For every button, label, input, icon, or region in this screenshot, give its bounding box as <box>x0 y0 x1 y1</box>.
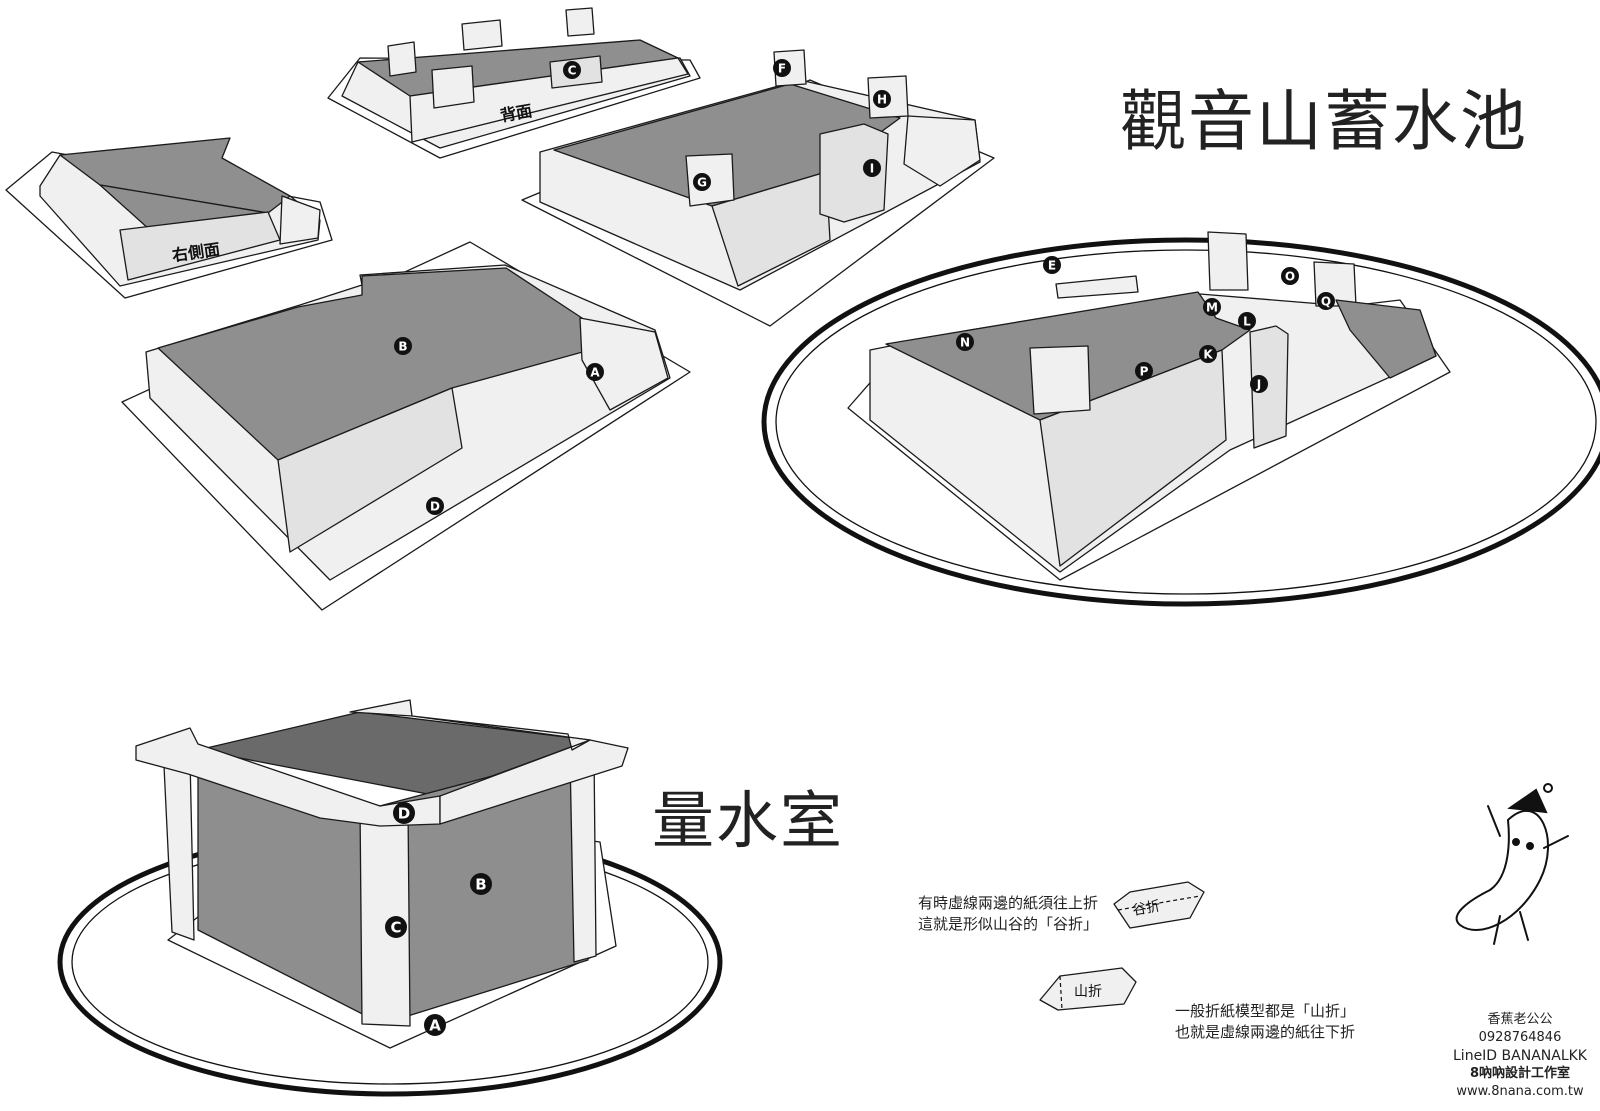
credit-line-id: LineID BANANALKK <box>1453 1048 1587 1064</box>
reservoir-marker-a: A <box>590 365 600 379</box>
reservoir-marker-h: H <box>877 92 887 106</box>
mountain-fold-note-line1: 一般折紙模型都是「山折」 <box>1175 1002 1356 1020</box>
reservoir-marker-i: I <box>870 161 874 175</box>
right-side-view: 右側面 <box>5 137 333 299</box>
reservoir-marker-k: K <box>1203 347 1213 361</box>
reservoir-marker-c: C <box>568 63 577 77</box>
valley-fold-note: 有時虛線兩邊的紙須往上折 這就是形似山谷的「谷折」 <box>918 893 1098 935</box>
reservoir-marker-b: B <box>398 339 407 353</box>
chamber-marker-circle-a <box>424 1014 446 1036</box>
top-view-large <box>121 241 691 611</box>
chamber-marker-d: D <box>398 804 410 822</box>
mountain-fold-tag: 山折 <box>1074 984 1102 1000</box>
reservoir-marker-circle-m <box>1203 298 1221 316</box>
front-view <box>521 49 995 327</box>
reservoir-marker-circle-p <box>1135 362 1153 380</box>
reservoir-marker-circle-h <box>873 90 891 108</box>
back-view: 背面 <box>327 7 701 159</box>
reservoir-marker-n: N <box>960 335 970 349</box>
reservoir-marker-d: D <box>430 499 440 513</box>
reservoir-marker-circle-a <box>586 363 604 381</box>
reservoir-marker-circle-f <box>773 59 791 77</box>
assembled-reservoir <box>761 231 1600 607</box>
reservoir-marker-m: M <box>1206 300 1218 314</box>
reservoir-marker-o: O <box>1285 269 1295 283</box>
chamber-marker-b: B <box>475 875 486 893</box>
reservoir-marker-e: E <box>1048 258 1056 272</box>
reservoir-marker-circle-c <box>563 61 581 79</box>
chamber-title: 量水室 <box>652 784 845 857</box>
credit-phone: 0928764846 <box>1478 1030 1562 1045</box>
fold-legend-diagrams: 谷折 山折 <box>1039 881 1205 1011</box>
reservoir-marker-circle-l <box>1238 312 1256 330</box>
valley-fold-note-line2: 這就是形似山谷的「谷折」 <box>918 915 1099 933</box>
credit-website: www.8nana.com.tw <box>1456 1084 1584 1099</box>
reservoir-marker-q: Q <box>1321 294 1331 308</box>
valley-fold-note-line1: 有時虛線兩邊的紙須往上折 <box>918 894 1099 912</box>
mountain-fold-note-line2: 也就是虛線兩邊的紙往下折 <box>1175 1023 1356 1041</box>
reservoir-marker-g: G <box>697 175 707 189</box>
reservoir-marker-circle-g <box>693 173 711 191</box>
chamber-marker-circle-c <box>385 916 407 938</box>
credits-block: 香蕉老公公 0928764846 LineID BANANALKK 8吶吶設計工… <box>1440 1011 1600 1101</box>
main-title: 觀音山蓄水池 <box>1120 83 1528 160</box>
chamber-marker-c: C <box>390 918 401 936</box>
reservoir-marker-circle-i <box>863 159 881 177</box>
reservoir-marker-circle-o <box>1281 267 1299 285</box>
credit-name: 香蕉老公公 <box>1487 1012 1553 1027</box>
banana-mascot <box>1455 783 1569 945</box>
reservoir-marker-circle-k <box>1199 345 1217 363</box>
chamber-marker-circle-b <box>470 873 492 895</box>
reservoir-marker-circle-d <box>426 497 444 515</box>
letter-markers: A B C D E F G H I J K L M N O P Q A B C D <box>385 59 1335 1036</box>
valley-fold-tag: 谷折 <box>1131 898 1161 919</box>
mountain-fold-note: 一般折紙模型都是「山折」 也就是虛線兩邊的紙往下折 <box>1175 1001 1355 1043</box>
reservoir-marker-circle-b <box>394 337 412 355</box>
metering-chamber <box>57 699 723 1097</box>
credit-studio: 8吶吶設計工作室 <box>1469 1066 1571 1081</box>
reservoir-marker-f: F <box>778 61 786 75</box>
chamber-marker-a: A <box>429 1016 441 1034</box>
reservoir-marker-circle-n <box>956 333 974 351</box>
reservoir-marker-circle-q <box>1317 292 1335 310</box>
reservoir-marker-circle-j <box>1250 375 1268 393</box>
chamber-marker-circle-d <box>393 802 415 824</box>
reservoir-marker-p: P <box>1140 364 1149 378</box>
reservoir-marker-l: L <box>1243 314 1251 328</box>
reservoir-marker-j: J <box>1256 377 1261 391</box>
reservoir-marker-circle-e <box>1043 256 1061 274</box>
